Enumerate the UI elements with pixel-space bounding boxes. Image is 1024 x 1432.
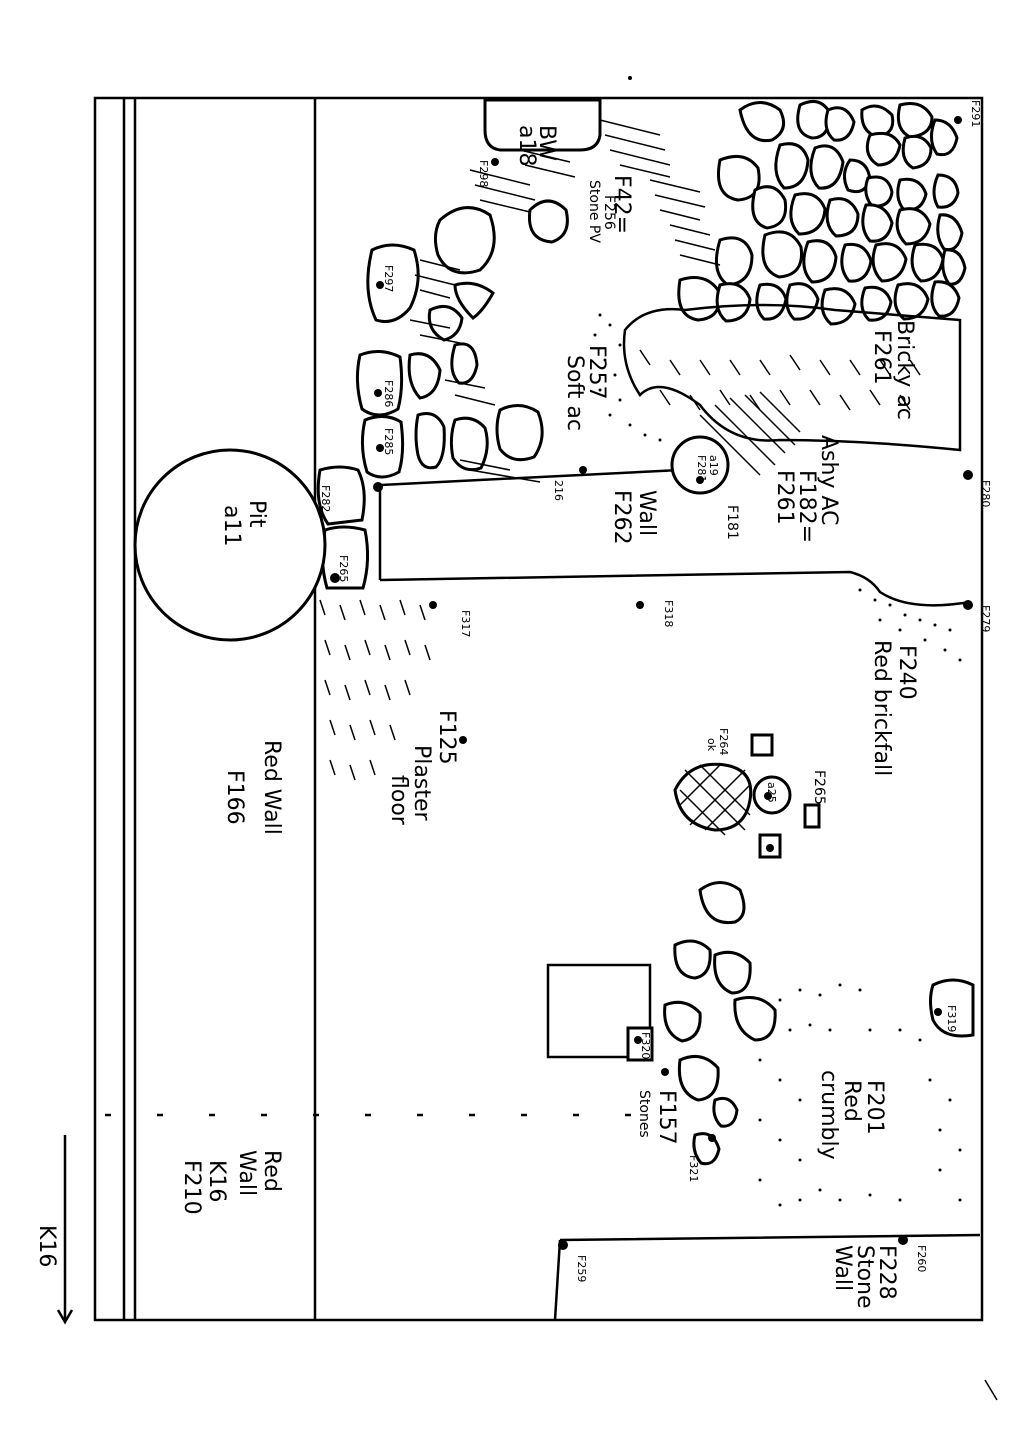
label-soft-ac: Soft ac — [562, 355, 587, 431]
stone-wall-top — [483, 98, 967, 326]
trench-frame — [93, 96, 984, 1322]
label-f320: F320 — [639, 1032, 652, 1059]
label-f210: F210 — [179, 1160, 204, 1215]
bricky-ac-boundary — [622, 303, 962, 452]
label-f319: F319 — [945, 1005, 958, 1032]
label-f281: F281 — [695, 455, 708, 482]
label-crumbly: crumbly — [816, 1070, 841, 1160]
label-f297: F297 — [382, 265, 395, 292]
label-f291: F291 — [969, 100, 982, 127]
label-stone: Stone — [852, 1245, 877, 1309]
sheet-label: K16 — [34, 1225, 59, 1267]
label-f279: F279 — [979, 605, 992, 632]
label-ok: ok — [705, 738, 718, 752]
label-f201: F201 — [862, 1080, 887, 1135]
label-red-brickfall: Red brickfall — [869, 640, 894, 776]
label-stone-pv: Stone PV — [586, 180, 602, 243]
crosshatch-lines — [679, 764, 751, 836]
label-f257: F257 — [584, 345, 609, 400]
dots-f240 — [858, 588, 962, 662]
label-pit: Pit — [244, 500, 269, 528]
corner-mark — [984, 1379, 998, 1401]
label-ashy-ac: Ashy AC — [816, 435, 841, 526]
label-f42: F42= — [609, 175, 634, 234]
label-bw-num: a18 — [514, 125, 539, 166]
label-group: BW a18 F298 F42= F256 Stone PV F297 F286… — [179, 100, 992, 1309]
label-f285: F285 — [382, 428, 395, 455]
hatch-bricky — [639, 349, 921, 411]
box-f320 — [626, 1026, 654, 1062]
label-216: 216 — [552, 480, 565, 501]
stone-group-f42 — [316, 199, 569, 590]
label-f228: F228 — [874, 1245, 899, 1300]
wall-f228 — [553, 1233, 981, 1321]
label-f182: F182= — [794, 470, 819, 543]
ashy-ac-hatch — [699, 391, 801, 476]
label-f318: F318 — [662, 600, 675, 627]
label-f240: F240 — [894, 645, 919, 700]
label-a25: a25 — [765, 782, 778, 803]
label-wall: Wall — [634, 490, 659, 536]
label-f157: F157 — [654, 1090, 679, 1145]
direction-arrow-head — [56, 1309, 74, 1325]
label-wall3: Wall — [830, 1245, 855, 1291]
survey-points — [330, 116, 973, 1250]
label-f317: F317 — [459, 610, 472, 637]
dots-f257 — [593, 313, 662, 442]
label-f166: F166 — [222, 770, 247, 825]
label-pit-num: a11 — [219, 505, 244, 546]
box-f265 — [803, 803, 821, 829]
label-f265: F265 — [811, 770, 827, 805]
wall-f262 — [379, 468, 971, 607]
label-f259: F259 — [575, 1255, 588, 1282]
label-f256: F256 — [601, 195, 617, 230]
label-red2: Red — [259, 1150, 284, 1192]
circle-a19 — [670, 435, 730, 495]
label-f262: F262 — [609, 490, 634, 545]
label-wall2: Wall — [234, 1150, 259, 1196]
label-f125: F125 — [434, 710, 459, 765]
label-a19: a19 — [707, 455, 720, 476]
label-f282: F282 — [319, 485, 332, 512]
label-red-wall: Red Wall — [259, 740, 284, 835]
circle-a25 — [752, 775, 792, 815]
label-bricky-ac: Bricky ac — [892, 320, 917, 420]
label-f298: F298 — [477, 160, 490, 187]
dots-f201 — [758, 983, 962, 1207]
label-red: Red — [839, 1080, 864, 1122]
label-f280: F280 — [979, 480, 992, 507]
hatch-f42 — [409, 119, 721, 483]
pit-a11 — [133, 448, 327, 642]
mark-dot — [628, 76, 632, 80]
label-f321: F321 — [687, 1155, 700, 1182]
label-f261: F261 — [772, 470, 797, 525]
hatch-f125 — [319, 599, 431, 781]
label-plaster: Plaster — [409, 745, 434, 821]
label-f264: F264 — [717, 728, 730, 755]
label-f181: F181 — [724, 505, 740, 540]
label-f261-top: F261 — [869, 330, 894, 385]
label-f265-small: F265 — [337, 555, 350, 582]
label-k16: K16 — [204, 1160, 229, 1202]
stone-group-f157 — [663, 881, 975, 1166]
square-feature — [546, 963, 652, 1059]
label-bw: BW — [534, 125, 559, 161]
label-f260: F260 — [915, 1245, 928, 1272]
label-stones: Stones — [636, 1090, 652, 1138]
box-f264 — [750, 733, 774, 757]
label-floor: floor — [386, 775, 411, 826]
label-f286: F286 — [382, 380, 395, 407]
